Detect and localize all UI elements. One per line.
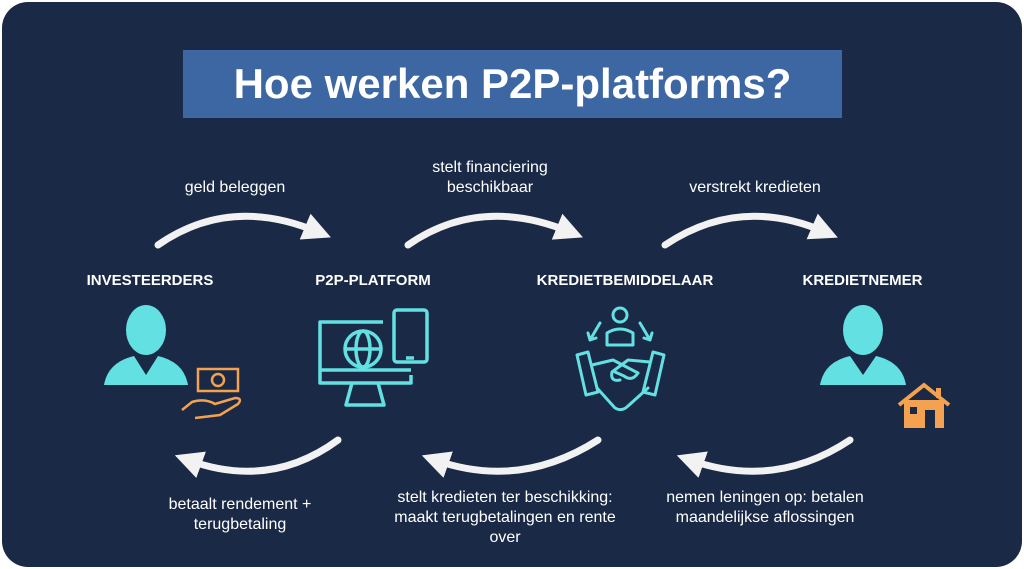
flow-label-rendement: betaalt rendement + terugbetaling <box>168 496 312 533</box>
flow-label-kredieten: verstrekt kredieten <box>689 179 821 196</box>
flow-label-aflossingen: nemen leningen op: betalen maandelijkse … <box>666 489 864 526</box>
actor-kredietbemiddelaar: KREDIETBEMIDDELAAR <box>536 272 714 289</box>
actor-p2p-platform: P2P-PLATFORM <box>315 272 431 289</box>
arrow-bottom-3 <box>676 436 854 478</box>
arrow-top-1 <box>154 212 331 249</box>
borrower-person-icon <box>820 305 906 385</box>
arrow-top-2 <box>404 212 583 249</box>
computer-globe-icon <box>318 308 429 407</box>
page-title: Hoe werken P2P-platforms? <box>183 50 842 118</box>
handshake-broker-icon <box>575 306 666 412</box>
flow-label-financiering: stelt financiering beschikbaar <box>432 159 548 196</box>
actor-kredietnemer: KREDIETNEMER <box>802 272 923 289</box>
flow-label-geld-beleggen: geld beleggen <box>184 179 286 196</box>
arrow-bottom-2 <box>421 436 602 478</box>
flow-label-ter-beschikking: stelt kredieten ter beschikking: maakt t… <box>394 489 616 546</box>
arrow-bottom-1 <box>174 436 342 478</box>
money-hand-icon <box>181 367 242 420</box>
actor-investeerders: INVESTEERDERS <box>86 272 214 289</box>
house-icon <box>897 382 951 428</box>
investor-person-icon <box>104 305 188 385</box>
arrow-top-3 <box>661 212 838 249</box>
